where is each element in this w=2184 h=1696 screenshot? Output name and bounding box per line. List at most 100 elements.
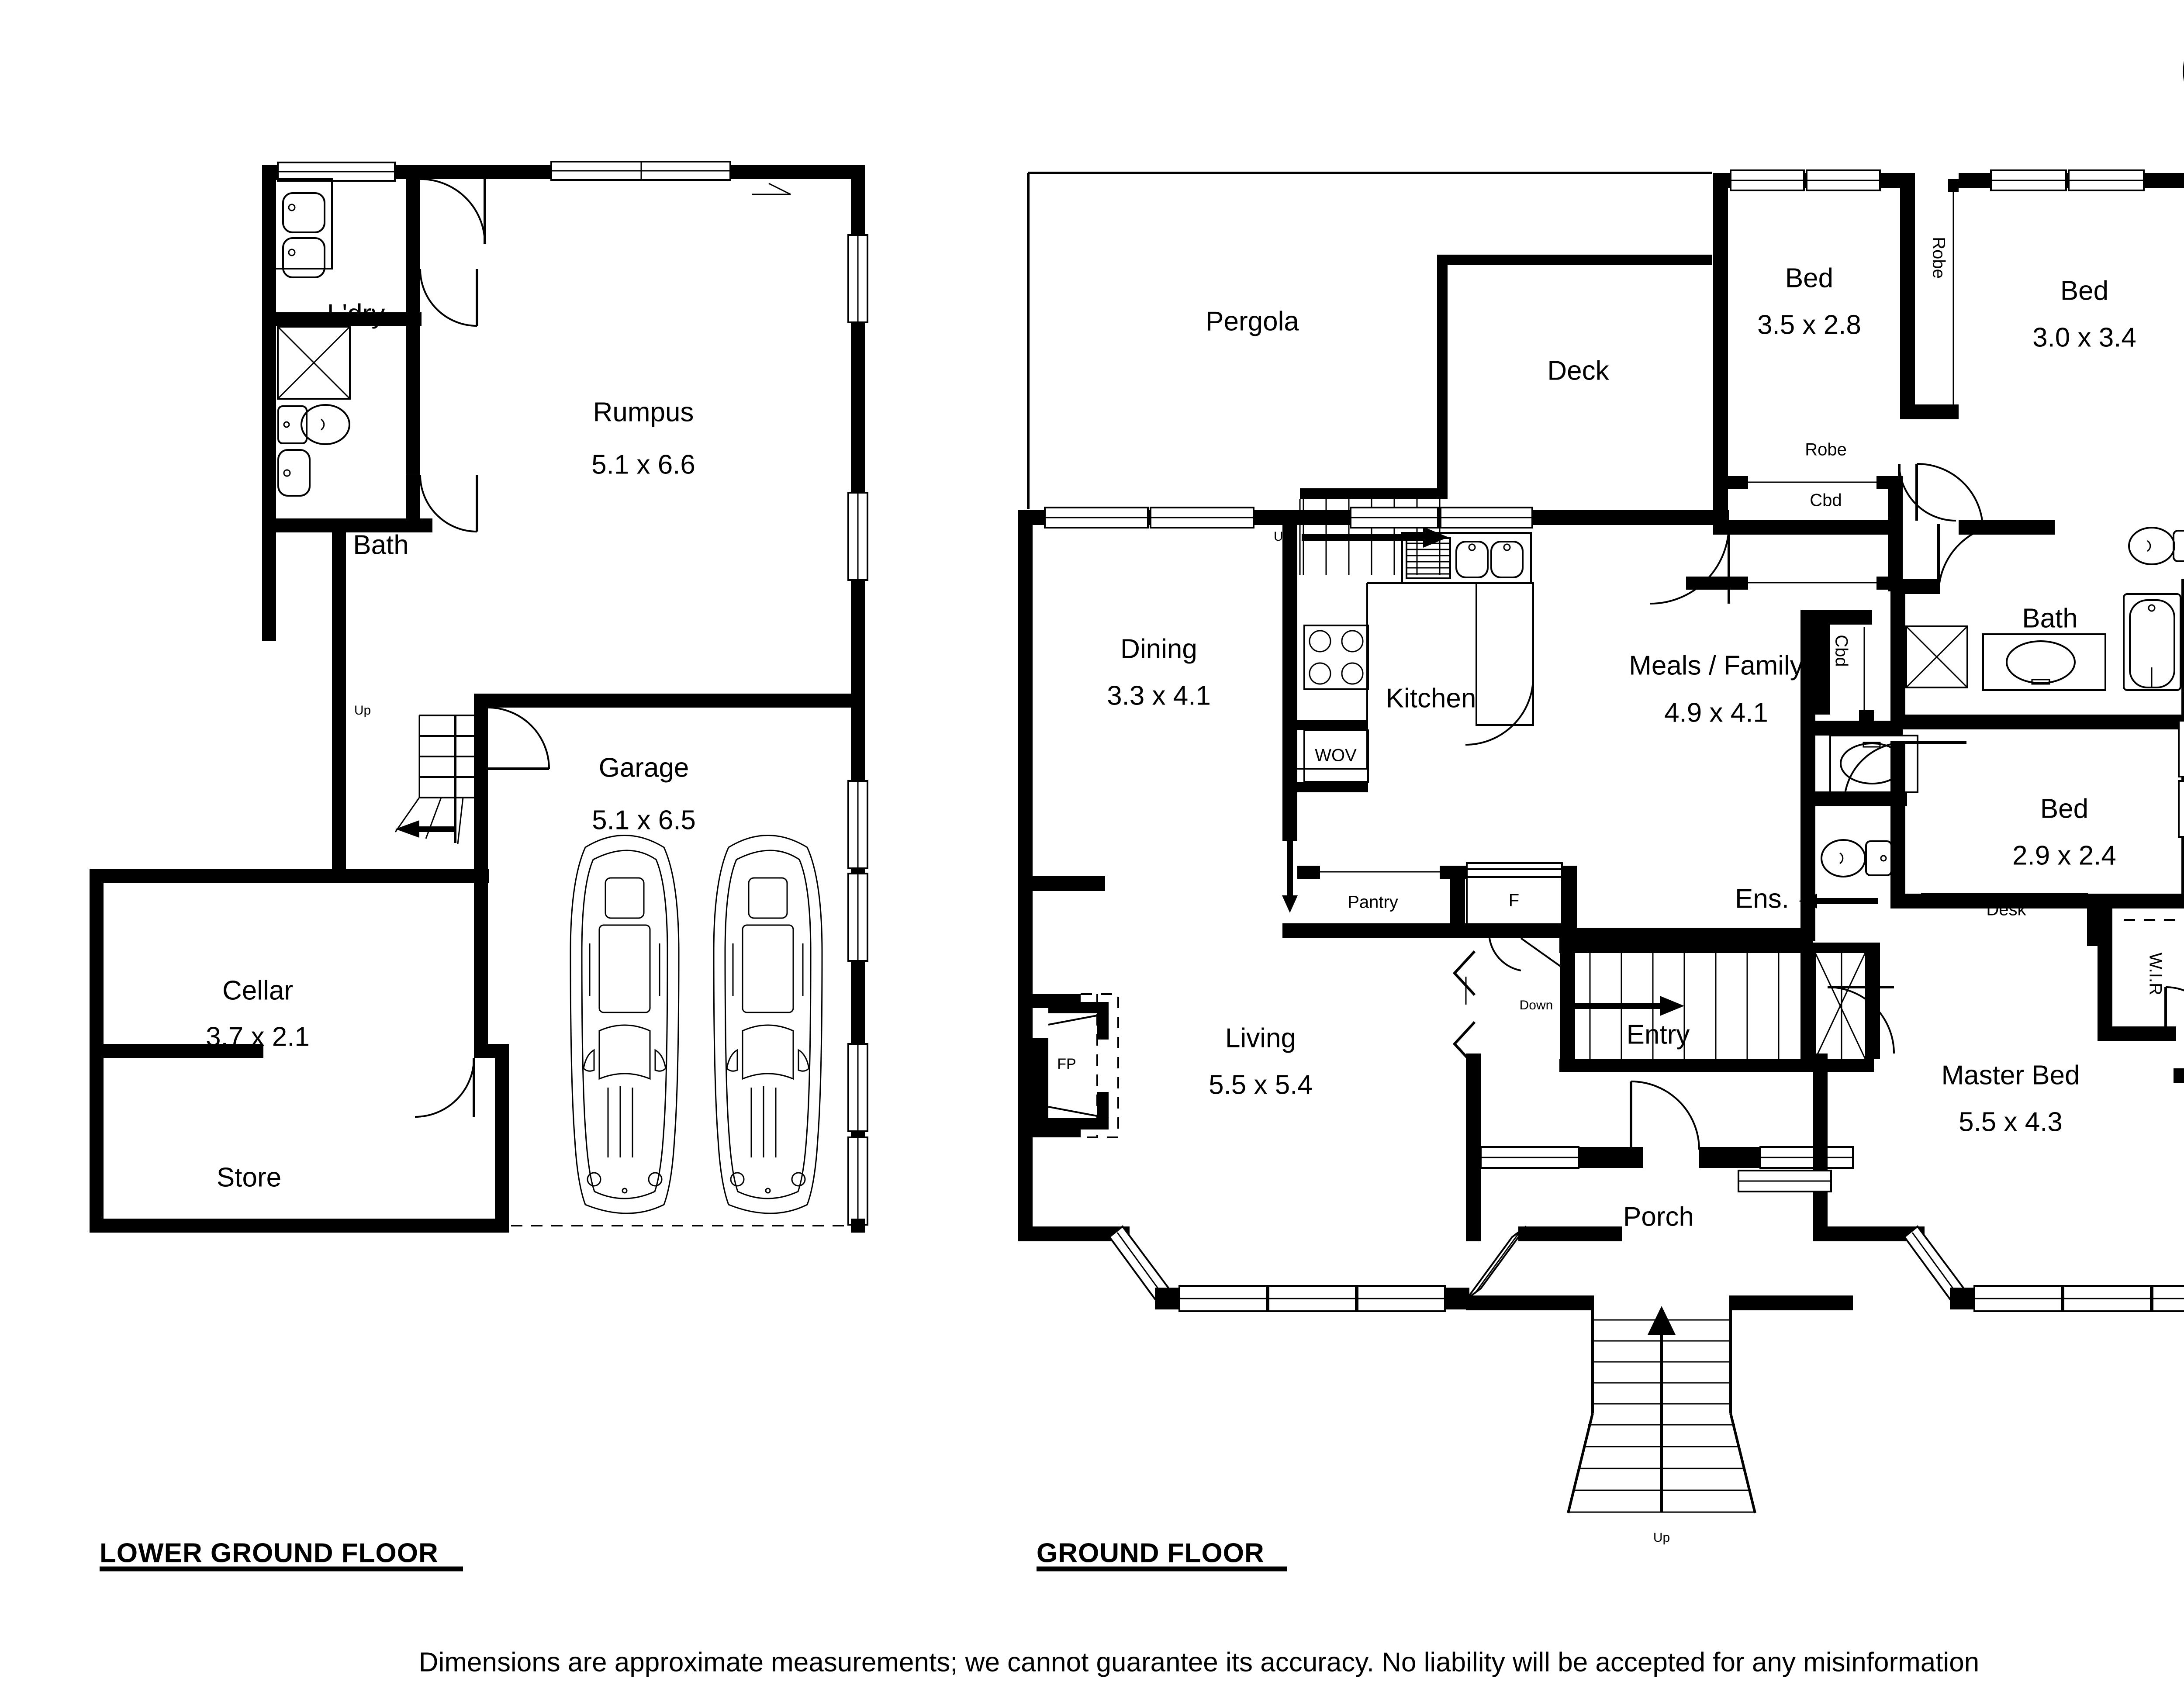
room-label-rumpus: Rumpus (593, 397, 694, 427)
robe-label-vertical: Robe (1929, 237, 1948, 279)
room-dim-meals: 4.9 x 4.1 (1664, 698, 1768, 728)
room-dim-bed3: 2.9 x 2.4 (2012, 840, 2116, 870)
pantry-label: Pantry (1348, 893, 1398, 912)
room-label-pergola: Pergola (1206, 306, 1299, 336)
entry-steps: Up (1567, 1295, 1756, 1545)
room-label-bed3: Bed (2040, 794, 2088, 824)
window (1480, 1146, 1579, 1169)
window (1990, 169, 2067, 191)
room-dim-living: 5.5 x 5.4 (1209, 1070, 1313, 1100)
cbd-label-vertical: Cbd (1832, 635, 1851, 667)
shower-fixture (1905, 625, 1968, 688)
entry-steps-up-label: Up (1653, 1530, 1670, 1545)
window (847, 1136, 868, 1226)
room-label-master: Master Bed (1941, 1060, 2080, 1090)
window (2152, 1285, 2184, 1312)
floor-titles: LOWER GROUND FLOOR GROUND FLOOR (100, 1538, 1287, 1572)
floor-title-ground: GROUND FLOOR (1037, 1538, 1265, 1568)
room-dim-master: 5.5 x 4.3 (1959, 1107, 2063, 1137)
window (1357, 1285, 1446, 1312)
window (1973, 1285, 2063, 1312)
cbd-label-horizontal: Cbd (1810, 491, 1842, 510)
fridge-label: F (1509, 891, 1519, 910)
wall (262, 165, 276, 641)
room-label-kitchen: Kitchen (1386, 683, 1476, 713)
stair-down: Down (1489, 937, 1874, 1072)
floor-title-lower: LOWER GROUND FLOOR (100, 1538, 439, 1568)
stair-lower-ground: Up (354, 703, 474, 844)
room-label-cellar: Cellar (222, 975, 293, 1005)
toilet-fixture (1821, 839, 1892, 877)
door-swing (1843, 741, 1966, 804)
room-label-meals: Meals / Family (1629, 650, 1804, 680)
wov-label: WOV (1315, 746, 1357, 765)
window (1759, 1146, 1854, 1169)
basin-fixture (277, 449, 311, 497)
stair-up-label: Up (354, 703, 371, 718)
bathtub-fixture (2123, 593, 2181, 691)
ens-label: Ens. (1735, 884, 1789, 914)
door-swing (1898, 463, 1956, 522)
window (2068, 169, 2145, 191)
disclaimer-text: Dimensions are approximate measurements;… (419, 1647, 1979, 1677)
window (2178, 780, 2184, 838)
window (1730, 169, 1805, 191)
room-label-bath-lower: Bath (353, 530, 409, 560)
window (550, 161, 731, 181)
door-swing (1937, 523, 2009, 594)
basin-fixture (1982, 633, 2106, 691)
ground-floor-plan: Up (1018, 169, 2184, 1545)
window (1150, 507, 1254, 528)
room-dim-garage: 5.1 x 6.5 (592, 805, 696, 835)
fireplace-label: FP (1057, 1056, 1076, 1072)
window (847, 234, 868, 323)
cased-opening (1452, 950, 1476, 996)
room-label-porch: Porch (1623, 1202, 1694, 1232)
door-swing (419, 269, 478, 327)
window (1178, 1285, 1268, 1312)
toilet-fixture (277, 404, 350, 445)
desk-label: Desk (1986, 900, 2026, 919)
window (847, 492, 868, 581)
window (1738, 1170, 1832, 1192)
door-swing (1630, 1081, 1700, 1150)
door-swing (2164, 986, 2184, 1040)
landing-hatch (1800, 943, 1880, 1059)
window (847, 873, 868, 962)
window (1044, 507, 1149, 528)
car-icon (713, 835, 823, 1214)
door-swing (420, 178, 486, 244)
room-label-entry: Entry (1627, 1019, 1690, 1050)
cased-opening (1452, 1021, 1476, 1067)
door-swing (1465, 677, 1534, 746)
room-label-ldry: L'dry (327, 299, 385, 329)
cooktop-fixture (1303, 625, 1369, 690)
window (1806, 169, 1881, 191)
room-label-bed2: Bed (2060, 276, 2108, 306)
window (277, 162, 396, 182)
door-swing (1827, 986, 1895, 1054)
robe-label-horizontal: Robe (1805, 440, 1847, 459)
room-label-deck: Deck (1547, 356, 1609, 386)
room-label-garage: Garage (599, 753, 689, 783)
room-dim-bed1: 3.5 x 2.8 (1757, 310, 1861, 340)
window (847, 780, 868, 869)
shower-fixture (277, 326, 351, 400)
door-swing (415, 1057, 475, 1118)
room-label-store: Store (217, 1162, 281, 1192)
room-label-dining: Dining (1120, 634, 1197, 664)
laundry-bench (276, 178, 333, 278)
window (1268, 1285, 1357, 1312)
room-dim-rumpus: 5.1 x 6.6 (591, 449, 695, 480)
window (1440, 507, 1533, 528)
toilet-fixture (2128, 527, 2184, 565)
door-swing (419, 474, 478, 532)
room-label-bed1: Bed (1785, 263, 1833, 293)
window (2178, 720, 2184, 777)
room-label-living: Living (1225, 1023, 1296, 1053)
window (1350, 507, 1439, 528)
door-swing (1650, 525, 1730, 604)
room-dim-dining: 3.3 x 4.1 (1107, 680, 1211, 711)
